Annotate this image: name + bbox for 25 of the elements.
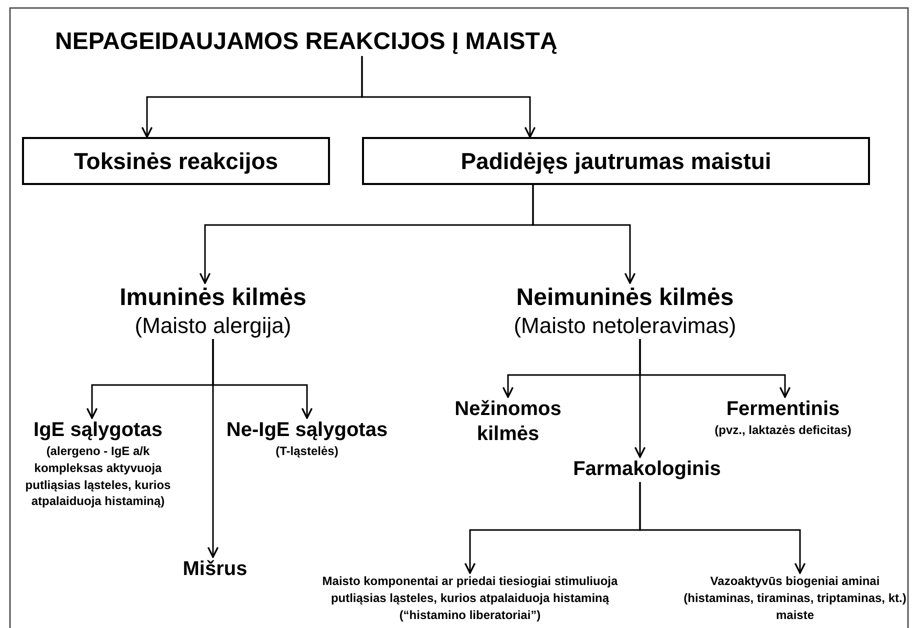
category-description: (Maisto alergija) <box>134 313 292 339</box>
category-box <box>22 137 330 185</box>
category-label: Mišrus <box>182 557 248 582</box>
arrow <box>207 339 219 558</box>
category-label: Vazoaktyvūs biogeniai aminai (histaminas, tiraminas, triptaminas, kt.) maiste <box>682 573 908 624</box>
category-description: (pvz., laktazės deficitas) <box>714 422 852 439</box>
category-label: Ne-IgE sąlygotas <box>225 418 389 443</box>
arrow <box>532 185 636 284</box>
category-label: Imuninės kilmės <box>118 283 308 313</box>
category-label: Maisto komponentai ar priedai tiesiogiai stimuliuoja putliąsias ląsteles, kurios atpalaiduoja histaminą (“histamino liberatoriai”) <box>321 573 619 624</box>
arrow <box>634 339 646 458</box>
category-label: Fermentinis <box>725 397 841 422</box>
category-label: IgE sąlygotas <box>32 418 164 443</box>
arrow <box>361 56 536 138</box>
arrow <box>639 482 806 574</box>
category-description: (T-ląstelės) <box>274 443 340 460</box>
category-label: Nežinomos kilmės <box>454 397 562 447</box>
category-label: Neimuninės kilmės <box>515 283 735 313</box>
category-description: (alergeno - IgE a/k kompleksas aktyvuoja putliąsias ląsteles, kurios atpalaiduoja histaminą) <box>24 443 172 510</box>
category-label: Toksinės reakcijos <box>72 148 280 174</box>
category-label: Farmakologinis <box>572 457 722 482</box>
category-description: (Maisto netoleravimas) <box>512 313 738 339</box>
category-label: Padidėjęs jautrumas maistui <box>460 148 772 174</box>
root-label: NEPAGEIDAUJAMOS REAKCIJOS Į MAISTĄ <box>55 28 558 56</box>
category-box <box>362 137 870 185</box>
